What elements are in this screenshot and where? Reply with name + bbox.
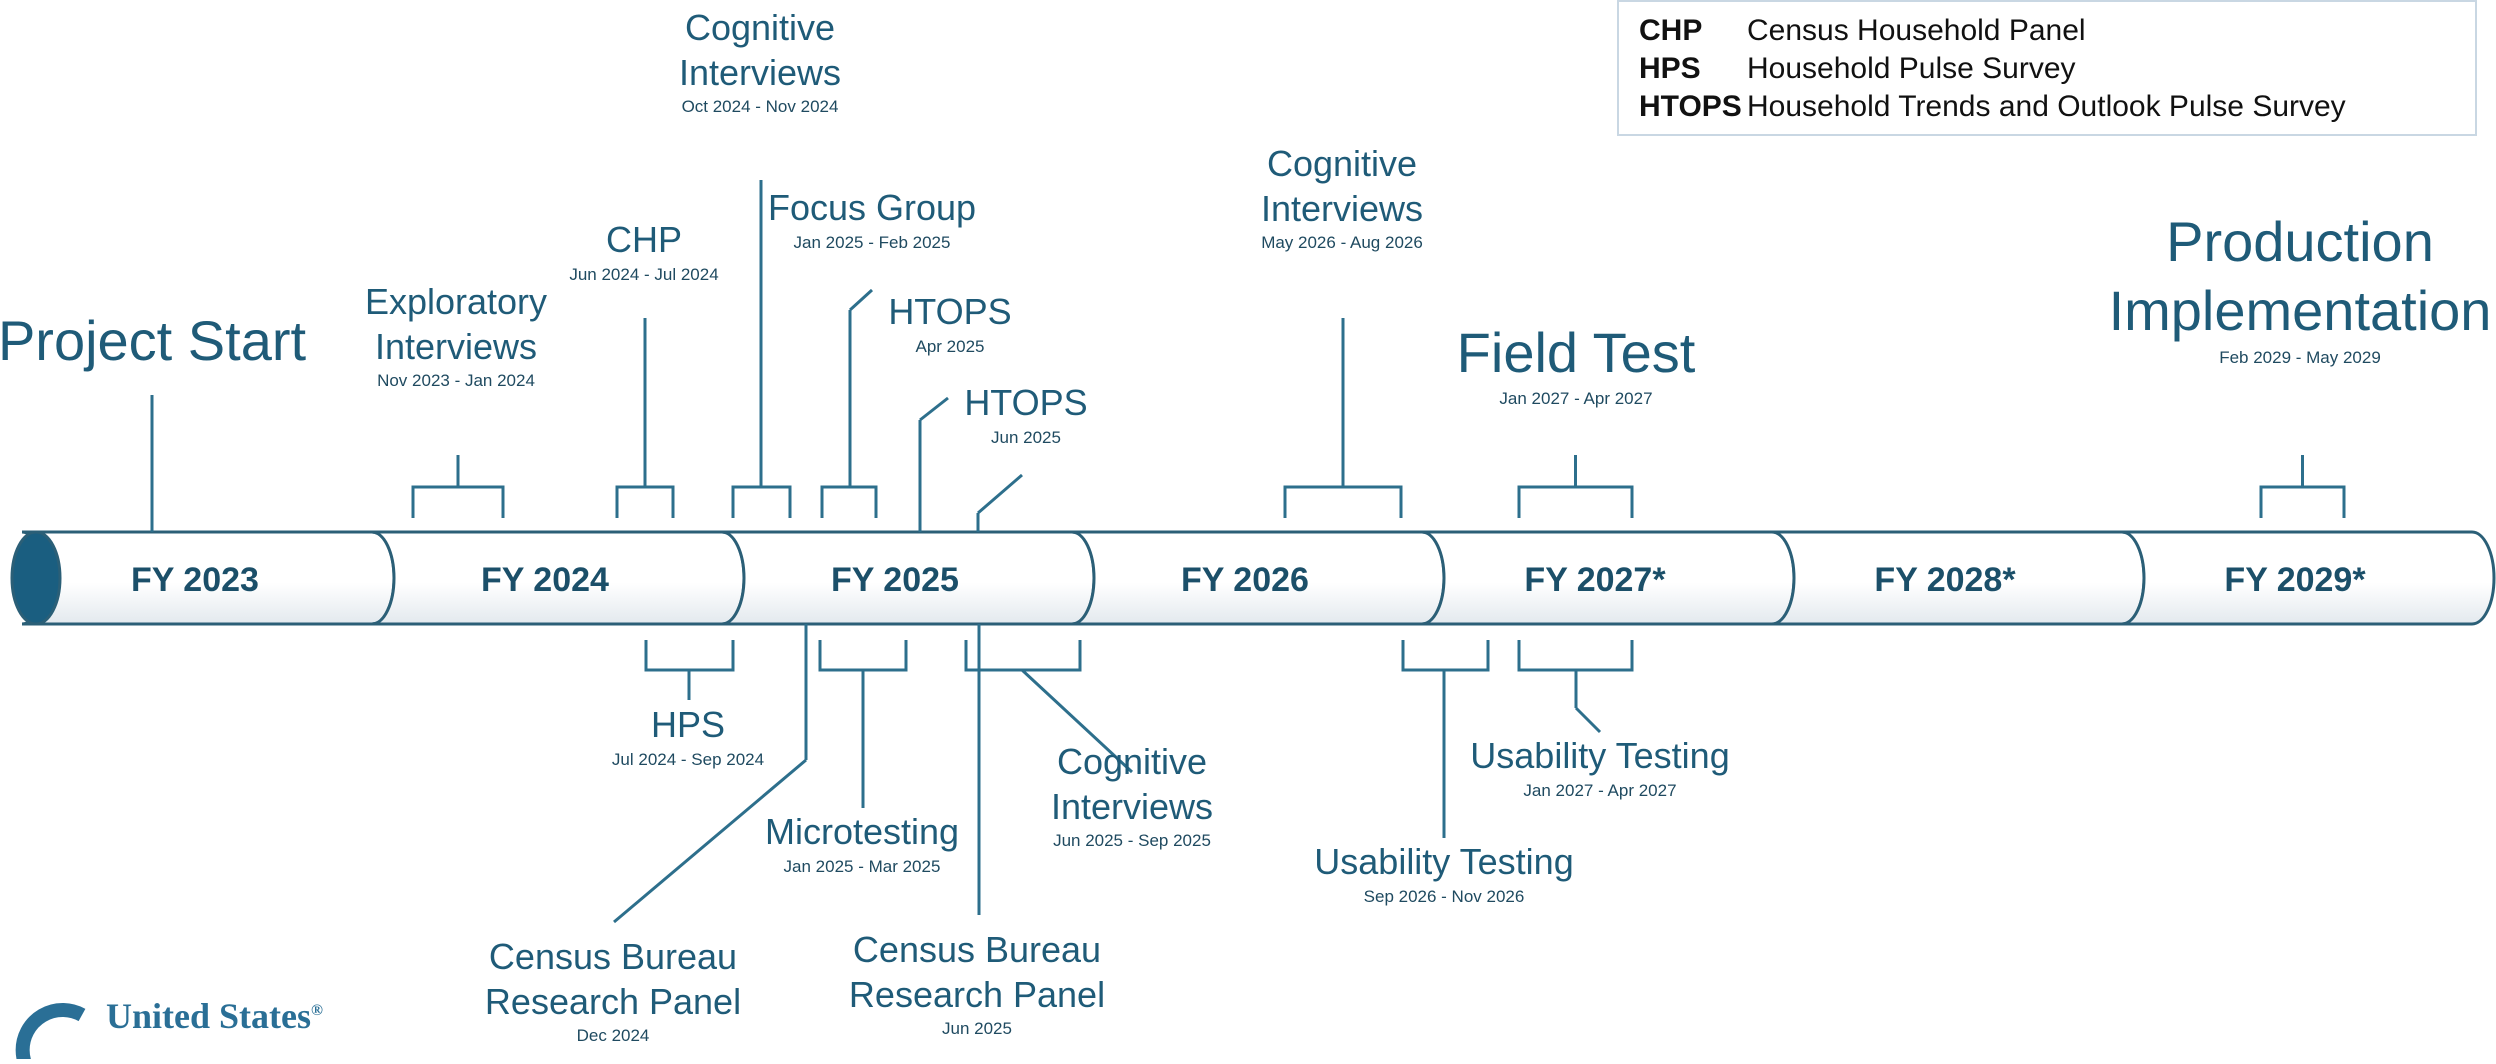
milestone-title: Census Bureau Research Panel	[848, 929, 1106, 1015]
legend-definition: Census Household Panel	[1747, 14, 2086, 47]
legend-abbreviation: CHP	[1639, 14, 1703, 47]
fiscal-year-label: FY 2025	[831, 561, 959, 599]
legend-abbreviation: HPS	[1639, 52, 1701, 85]
connector-line	[848, 288, 874, 312]
milestone-date: Jul 2024 - Sep 2024	[611, 749, 765, 769]
connector-bracket	[731, 485, 792, 518]
legend-entry: HTOPS Household Trends and Outlook Pulse…	[1639, 88, 2455, 126]
milestone-census-bureau-research-panel-dec-2024: Census Bureau Research Panel Dec 2024	[473, 935, 753, 1046]
milestone-project-start: Project Start	[0, 306, 306, 375]
milestone-date: Jun 2025	[991, 427, 1061, 447]
milestone-usability-testing-2026: Usability Testing Sep 2026 - Nov 2026	[1314, 840, 1573, 907]
fiscal-year-label: FY 2026	[1181, 561, 1309, 599]
milestone-exploratory-interviews: Exploratory Interviews Nov 2023 - Jan 20…	[336, 280, 576, 391]
milestone-date: Oct 2024 - Nov 2024	[681, 97, 839, 117]
fiscal-year-bar: FY 2023 FY 2024 FY 2025 FY 2026 FY 2027* FY 2…	[10, 530, 2496, 626]
census-logo: United States®	[0, 985, 420, 1064]
connector-bracket	[411, 485, 505, 518]
milestone-title: Exploratory Interviews	[364, 281, 548, 367]
milestone-date: May 2026 - Aug 2026	[1261, 233, 1423, 253]
fiscal-year-label: FY 2029*	[2224, 561, 2366, 599]
connector-line	[1020, 668, 1134, 774]
connector-bracket	[1517, 640, 1634, 672]
milestone-chp: CHP Jun 2024 - Jul 2024	[569, 218, 718, 285]
connector-bracket	[615, 485, 675, 518]
milestone-title: Cognitive Interviews	[1260, 143, 1424, 229]
legend-definition: Household Trends and Outlook Pulse Surve…	[1747, 90, 2346, 123]
milestone-date: Nov 2023 - Jan 2024	[377, 371, 535, 391]
connector-line	[613, 758, 807, 924]
fiscal-year-label: FY 2023	[131, 561, 259, 599]
milestone-focus-group: Focus Group Jan 2025 - Feb 2025	[768, 186, 976, 253]
connector-bracket	[964, 640, 1082, 672]
milestone-title: Cognitive Interviews	[678, 7, 842, 93]
milestone-cognitive-interviews-2024: Cognitive Interviews Oct 2024 - Nov 2024	[650, 6, 870, 117]
milestone-title: Field Test	[1456, 321, 1696, 384]
connector-line	[919, 396, 949, 422]
milestone-hps: HPS Jul 2024 - Sep 2024	[612, 703, 764, 770]
milestone-title: Usability Testing	[1314, 841, 1574, 882]
bar-end-cap	[10, 530, 62, 626]
fiscal-year-label: FY 2028*	[1874, 561, 2016, 599]
milestone-title: CHP	[605, 219, 682, 260]
milestone-title: Project Start	[0, 309, 307, 372]
milestone-microtesting: Microtesting Jan 2025 - Mar 2025	[765, 810, 959, 877]
connector-bracket	[1517, 485, 1634, 518]
milestone-date: Apr 2025	[915, 336, 985, 356]
milestone-field-test: Field Test Jan 2027 - Apr 2027	[1457, 318, 1696, 409]
connector-bracket	[2259, 485, 2346, 518]
logo-registered-mark: ®	[311, 1002, 323, 1019]
abbreviation-legend: CHP Census Household Panel HPS Household…	[1617, 0, 2477, 136]
milestone-production-implementation: Production Implementation Feb 2029 - May…	[2100, 207, 2496, 368]
milestone-date: Jun 2024 - Jul 2024	[569, 264, 719, 284]
milestone-date: Dec 2024	[576, 1026, 650, 1046]
milestone-date: Feb 2029 - May 2029	[2219, 347, 2381, 367]
fiscal-year-segment	[2121, 530, 2496, 626]
milestone-date: Jan 2027 - Apr 2027	[1523, 780, 1677, 800]
connector-bracket	[1283, 485, 1403, 518]
fiscal-year-label: FY 2024	[481, 561, 609, 599]
milestone-date: Jan 2027 - Apr 2027	[1499, 389, 1653, 409]
connector-bracket	[1401, 640, 1490, 672]
milestone-title: Focus Group	[767, 187, 977, 228]
milestone-title: HPS	[650, 704, 726, 745]
connector-line	[977, 473, 1023, 515]
milestone-htops-jun-2025: HTOPS Jun 2025	[964, 381, 1087, 448]
milestone-date: Jan 2025 - Mar 2025	[783, 856, 941, 876]
legend-abbreviation: HTOPS	[1639, 90, 1742, 123]
milestone-date: Jun 2025 - Sep 2025	[1053, 831, 1211, 851]
legend-entry: HPS Household Pulse Survey	[1639, 50, 2455, 88]
milestone-title: Microtesting	[764, 811, 960, 852]
connector-line	[1574, 706, 1602, 734]
milestone-title: HTOPS	[888, 291, 1012, 332]
milestone-title: Census Bureau Research Panel	[484, 936, 742, 1022]
connector-lines	[150, 180, 2346, 924]
milestone-title: Cognitive Interviews	[1050, 741, 1214, 827]
milestone-usability-testing-2027: Usability Testing Jan 2027 - Apr 2027	[1470, 734, 1729, 801]
milestone-htops-apr-2025: HTOPS Apr 2025	[888, 290, 1011, 357]
legend-entry: CHP Census Household Panel	[1639, 12, 2455, 50]
milestone-title: Production Implementation	[2108, 210, 2492, 343]
fiscal-year-label: FY 2027*	[1524, 561, 1666, 599]
milestone-cognitive-interviews-2026: Cognitive Interviews May 2026 - Aug 2026	[1232, 142, 1452, 253]
milestone-title: Usability Testing	[1470, 735, 1730, 776]
connector-bracket	[644, 640, 735, 672]
milestone-date: Jun 2025	[942, 1019, 1012, 1039]
census-logo-mark	[15, 1003, 86, 1064]
milestone-date: Jan 2025 - Feb 2025	[793, 232, 951, 252]
logo-text: United States	[106, 996, 311, 1036]
connector-bracket	[820, 485, 878, 518]
milestone-census-bureau-research-panel-jun-2025: Census Bureau Research Panel Jun 2025	[837, 928, 1117, 1039]
legend-definition: Household Pulse Survey	[1747, 52, 2076, 85]
milestone-title: HTOPS	[964, 382, 1088, 423]
connector-bracket	[818, 640, 908, 672]
milestone-date: Sep 2026 - Nov 2026	[1363, 886, 1525, 906]
milestone-cognitive-interviews-2025: Cognitive Interviews Jun 2025 - Sep 2025	[1022, 740, 1242, 851]
